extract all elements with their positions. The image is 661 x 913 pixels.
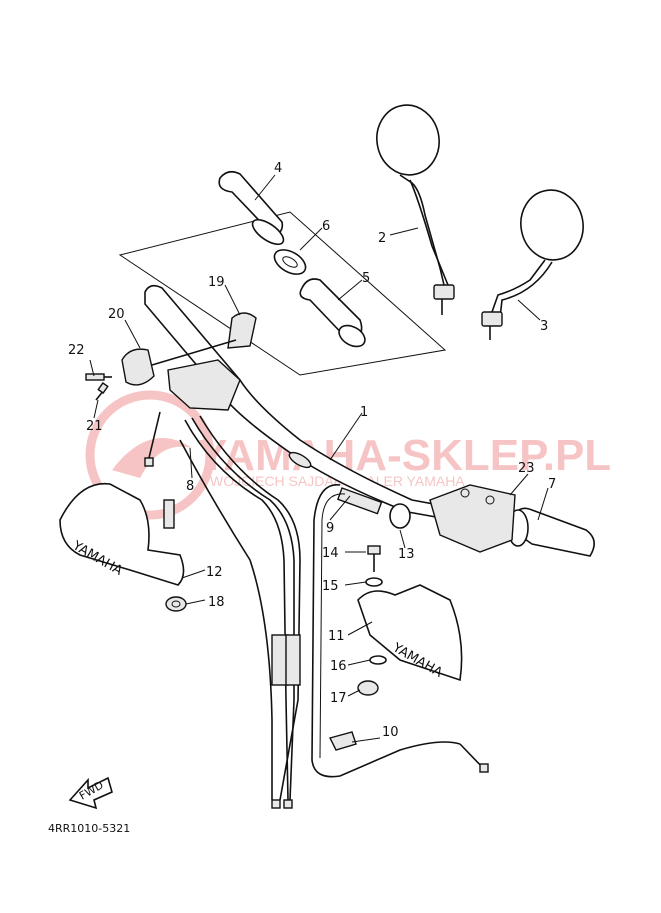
- right-handguard-part: YAMAHA: [357, 584, 463, 682]
- bolt-21-part: [95, 382, 109, 401]
- callout-13: 13: [398, 547, 415, 562]
- callout-7: 7: [548, 477, 556, 492]
- callout-21: 21: [86, 419, 103, 434]
- bolt-14-part: [365, 545, 383, 587]
- callout-2: 2: [378, 231, 386, 246]
- watermark-main: YAMAHA-SKLEP.PL: [198, 431, 611, 480]
- callout-19: 19: [208, 275, 225, 290]
- callout-9: 9: [326, 521, 334, 536]
- left-handguard-part: YAMAHA: [59, 482, 185, 586]
- right-mirror-part: [481, 189, 584, 340]
- callout-8: 8: [186, 479, 194, 494]
- left-grip-part: [218, 170, 285, 246]
- fwd-arrow-icon: FWD: [68, 776, 113, 810]
- bolt-22-part: [85, 373, 112, 381]
- leader-lines: [89, 174, 549, 743]
- callout-10: 10: [382, 725, 399, 740]
- callout-4: 4: [274, 161, 282, 176]
- left-mirror-part: [376, 104, 455, 315]
- adjuster-part: [336, 487, 411, 529]
- nut-18-part: [165, 596, 187, 612]
- callout-15: 15: [322, 579, 339, 594]
- callout-5: 5: [362, 271, 370, 286]
- diagram-code: 4RR1010-5321: [48, 822, 130, 835]
- throttle-grip-part: [299, 278, 366, 348]
- callout-1: 1: [360, 405, 368, 420]
- nut-17-part: [357, 680, 379, 696]
- washer-part: [273, 249, 307, 275]
- callout-20: 20: [108, 307, 125, 322]
- callout-21-22: 22: [68, 343, 85, 358]
- clamp-assembly-part: [121, 312, 257, 411]
- callout-23: 23: [518, 461, 535, 476]
- right-switch-part: [429, 484, 516, 553]
- clutch-cable-part: [311, 484, 489, 778]
- callout-16: 16: [330, 659, 347, 674]
- callout-3: 3: [540, 319, 548, 334]
- cable-bundle-part: [144, 411, 301, 809]
- washer-16-part: [369, 655, 387, 665]
- callout-14: 14: [322, 546, 339, 561]
- callout-6: 6: [322, 219, 330, 234]
- callout-18: 18: [208, 595, 225, 610]
- callout-11: 11: [328, 629, 345, 644]
- callout-17: 17: [330, 691, 347, 706]
- right-grip-part: [507, 507, 595, 557]
- callout-12: 12: [206, 565, 223, 580]
- callout-labels: 1 2 3 4 5 6 7 8 9 10 11 12 13 14 15 16 1…: [68, 161, 556, 740]
